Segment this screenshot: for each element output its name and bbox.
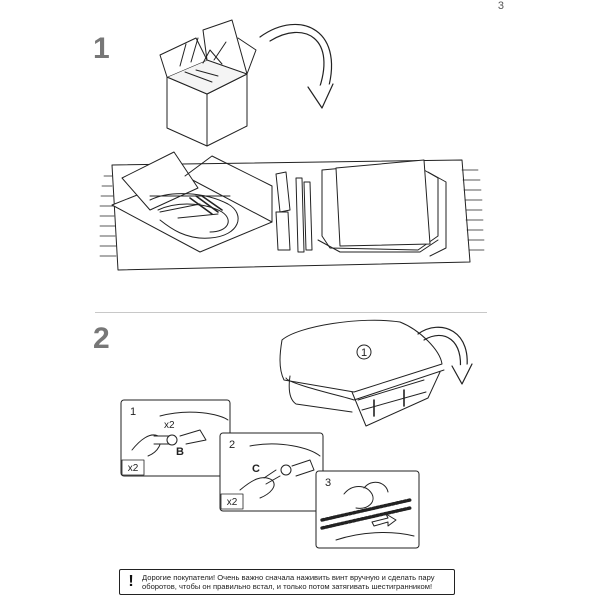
substep-1-panel: 1 B x2 x2 [120,399,231,477]
substep-3-number: 3 [325,477,331,489]
part-marker: 1 [361,347,367,359]
open-box-illustration [159,19,257,147]
mattress-illustration [317,159,447,257]
substep-3-panel: 3 [315,470,420,549]
substep-2-number: 2 [229,439,235,451]
page-number: 3 [497,0,504,12]
substep-2-panel: 2 C x2 [219,432,324,512]
part-letter-b: B [176,446,184,458]
substep-2-qty: x2 [227,497,238,508]
curved-arrow-icon [259,23,334,109]
notice-text: Дорогие покупатели! Очень важно сначала … [142,573,435,591]
step-number-2: 2 [93,322,110,355]
flattened-box-with-parts [111,151,273,253]
section-divider [95,312,487,313]
curved-arrow-icon-2 [417,326,473,385]
exclamation-icon: ! [128,573,134,590]
substep-1-number: 1 [130,406,136,418]
part-letter-c: C [252,463,260,475]
folded-bed-illustration: 1 [279,319,445,427]
step-number-1: 1 [93,32,110,65]
substep-1-qty: x2 [128,463,139,474]
frame-bars [275,171,313,253]
notice-callout: ! Дорогие покупатели! Очень важно сначал… [119,569,455,595]
substep-1-small-qty: x2 [164,420,175,431]
